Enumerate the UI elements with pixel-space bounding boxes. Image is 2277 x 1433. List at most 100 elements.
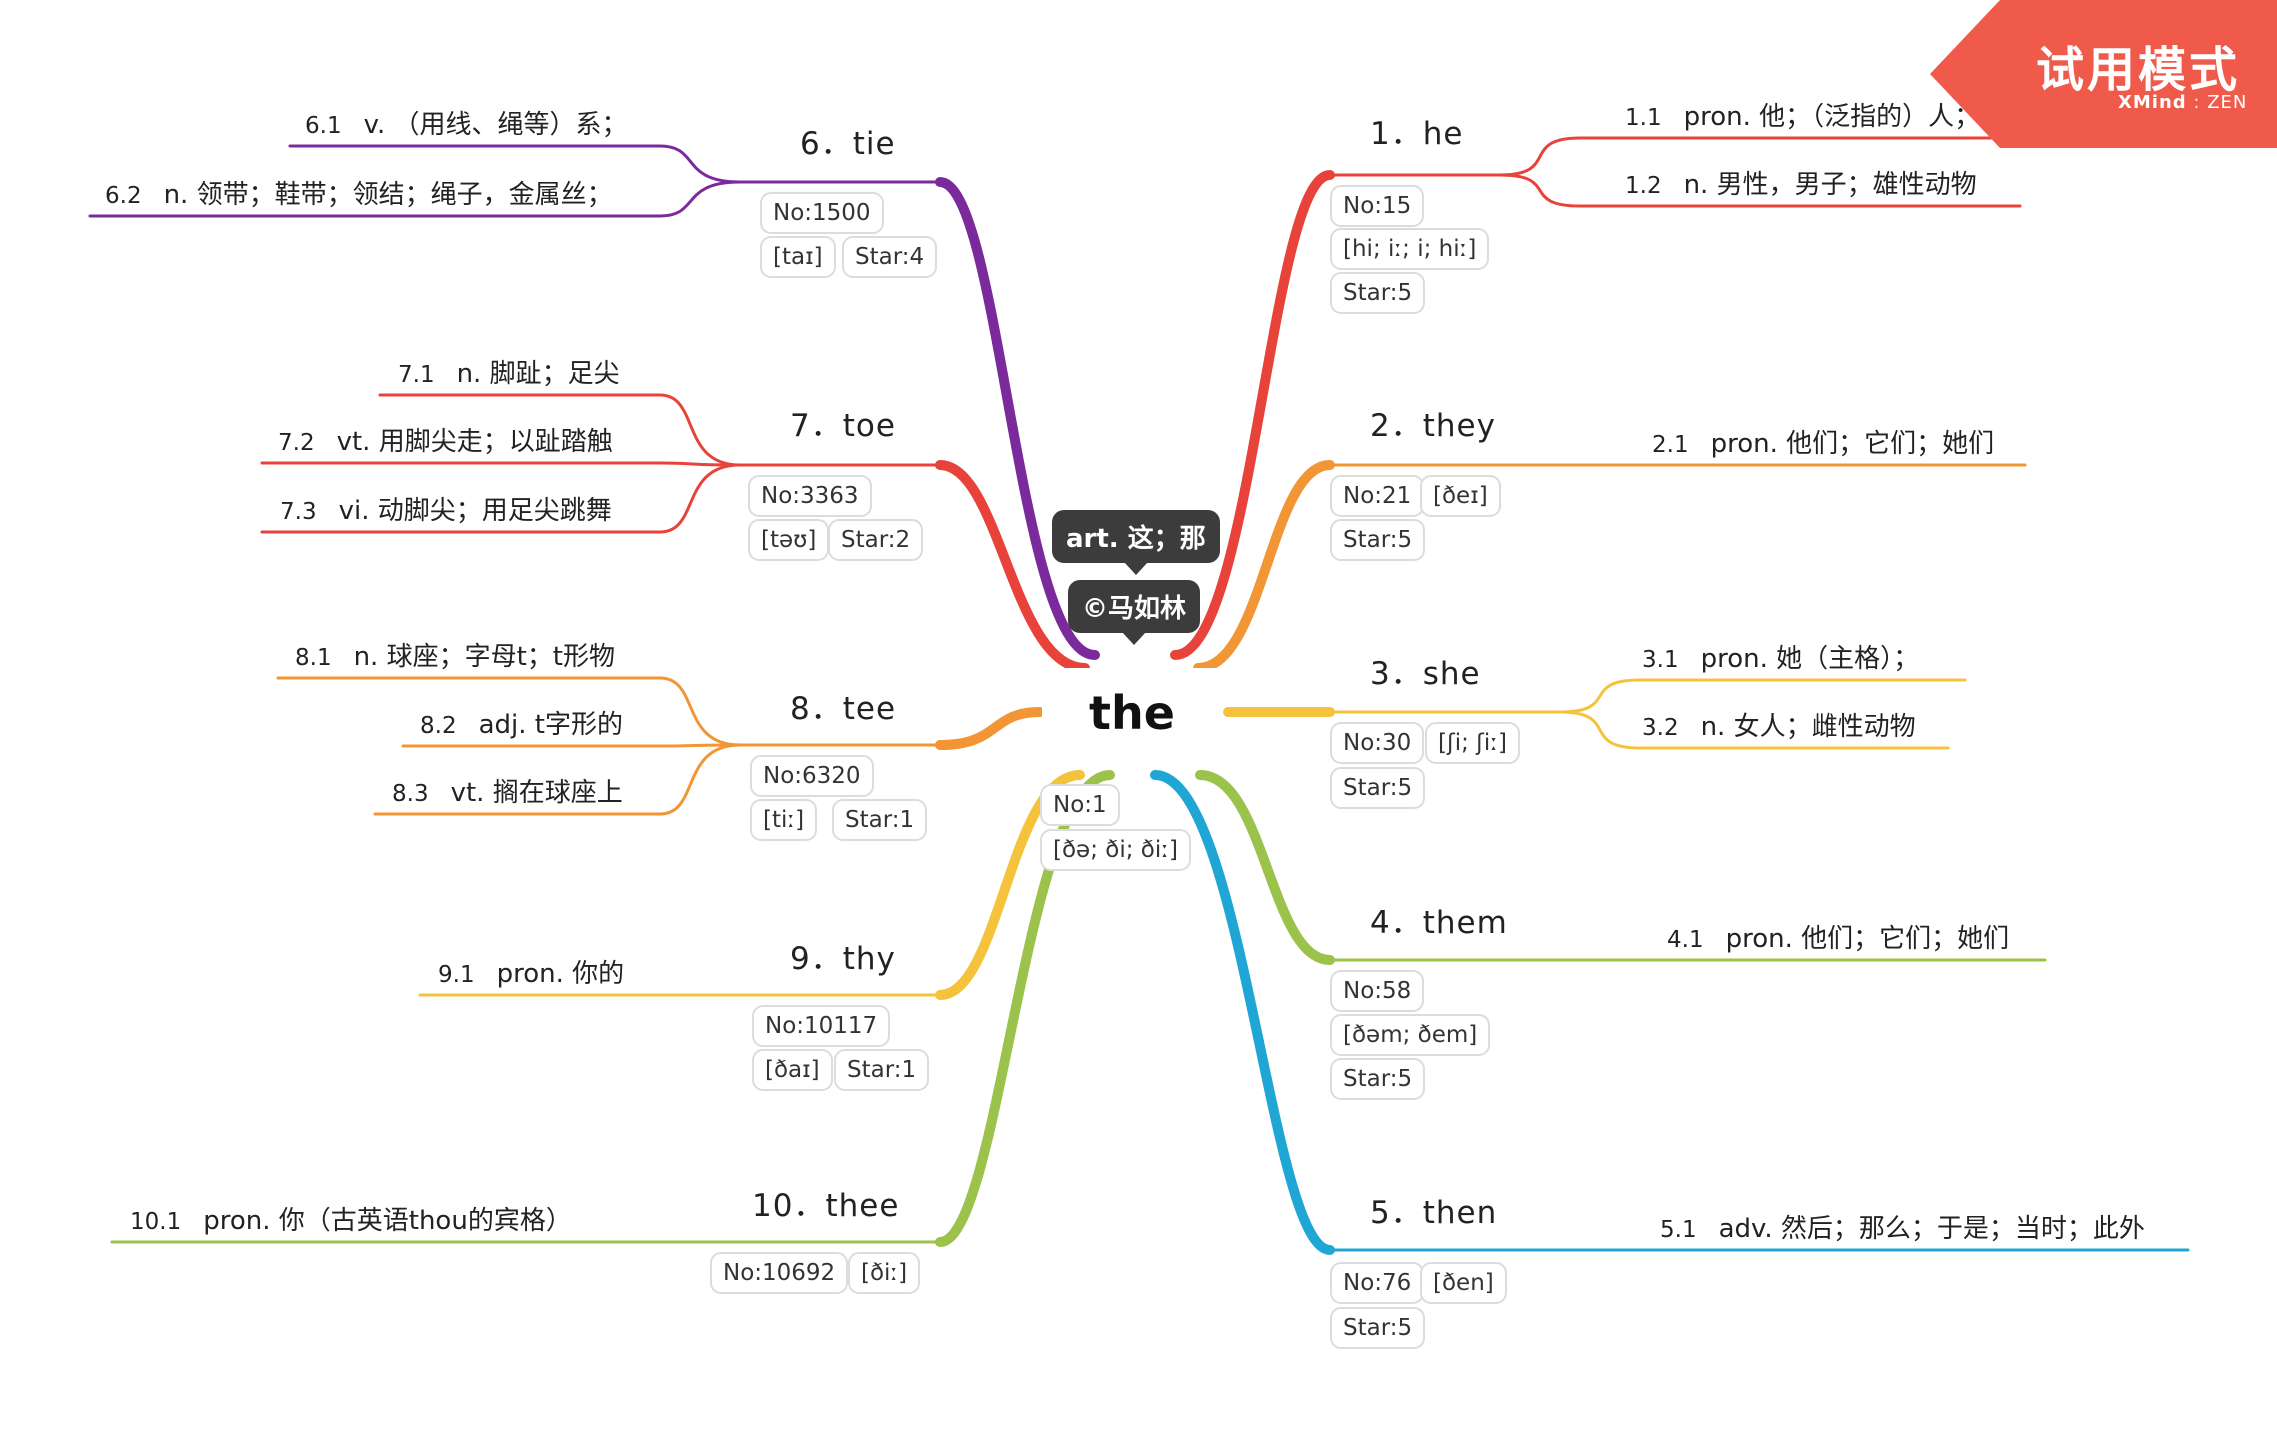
topic-thy[interactable]: 9．thy	[790, 941, 896, 977]
subtopic-she-2[interactable]: 3.2 n. 女人；雌性动物	[1642, 706, 1916, 743]
topic-tee[interactable]: 8．tee	[790, 691, 897, 727]
sub-connector-tie-1	[288, 144, 742, 184]
subtopic-thee-1[interactable]: 10.1 pron. 你（古英语thou的宾格）	[130, 1200, 572, 1237]
subtopic-number: 8.1	[295, 645, 332, 671]
topic-they-tag-3: Star:5	[1330, 519, 1426, 561]
subtopic-text: n. 女人；雌性动物	[1700, 712, 1916, 742]
branch-connector-then	[1150, 770, 1335, 1255]
branch-connector-them	[1195, 770, 1335, 965]
callout-author-text: ©马如林	[1082, 594, 1187, 624]
xmind-brand: XMind	[2118, 92, 2187, 113]
subtopic-text: adj. t字形的	[478, 710, 623, 740]
note-callout-definition[interactable]: art. 这；那	[1052, 510, 1220, 575]
sub-connector-tie-2	[88, 180, 742, 218]
subtopic-number: 3.2	[1642, 715, 1679, 741]
subtopic-tie-2[interactable]: 6.2 n. 领带；鞋带；领结；绳子，金属丝；	[105, 174, 613, 211]
topic-them[interactable]: 4．them	[1370, 905, 1508, 941]
topic-them-tag-3: Star:5	[1330, 1058, 1426, 1100]
topic-toe-tag-2: [təʊ]	[748, 519, 830, 561]
callout-definition-text: art. 这；那	[1066, 524, 1206, 554]
topic-he-tag-3: Star:5	[1330, 272, 1426, 314]
xmind-edition: ZEN	[2207, 92, 2248, 113]
subtopic-number: 7.3	[280, 499, 317, 525]
branch-connector-tee	[935, 707, 1045, 750]
subtopic-text: n. 脚趾；足尖	[456, 359, 620, 389]
sub-connector-toe-3	[260, 463, 742, 534]
topic-thy-tag-1: No:10117	[752, 1005, 891, 1047]
central-tag-phonetic: [ðə; ði; ðiː]	[1040, 829, 1191, 871]
topic-thee[interactable]: 10．thee	[752, 1188, 900, 1224]
subtopic-toe-1[interactable]: 7.1 n. 脚趾；足尖	[398, 353, 620, 390]
subtopic-text: n. 领带；鞋带；领结；绳子，金属丝；	[163, 180, 613, 210]
topic-tie-tag-2: [taɪ]	[760, 236, 836, 278]
branch-connector-tie	[935, 177, 1100, 660]
subtopic-thy-1[interactable]: 9.1 pron. 你的	[438, 953, 624, 990]
sub-connector-toe-2	[260, 461, 742, 467]
topic-they[interactable]: 2．they	[1370, 408, 1496, 444]
topic-tie[interactable]: 6．tie	[800, 126, 896, 162]
topic-then-tag-1: No:76	[1330, 1262, 1425, 1304]
sub-connector-tee-1	[276, 676, 742, 747]
subtopic-number: 1.2	[1625, 173, 1662, 199]
topic-then-tag-2: [ðen]	[1420, 1262, 1507, 1304]
sub-connector-toe-1	[378, 393, 742, 467]
sub-connector-she-2	[1558, 710, 1950, 750]
topic-toe-tag-1: No:3363	[748, 475, 872, 517]
note-callout-author[interactable]: ©马如林	[1068, 580, 1201, 645]
topic-tee-tag-3: Star:1	[832, 799, 928, 841]
topic-she-tag-3: Star:5	[1330, 767, 1426, 809]
subtopic-text: vt. 用脚尖走；以趾踏触	[336, 427, 613, 457]
topic-thee-tag-2: [ðiː]	[848, 1252, 921, 1294]
branch-connector-he	[1170, 170, 1335, 660]
topic-tie-tag-1: No:1500	[760, 192, 884, 234]
sub-connector-he-2	[1498, 173, 2022, 208]
topic-she-tag-1: No:30	[1330, 722, 1425, 764]
subtopic-number: 8.3	[392, 781, 429, 807]
subtopic-text: pron. 她（主格）；	[1700, 644, 1920, 674]
topic-he-tag-2: [hi; iː; i; hiː]	[1330, 228, 1490, 270]
topic-she-tag-2: [ʃi; ʃiː]	[1425, 722, 1520, 764]
subtopic-text: n. 球座；字母t；t形物	[353, 642, 615, 672]
trial-badge-background	[1930, 0, 2277, 148]
trial-mode-label: 试用模式	[2036, 42, 2241, 98]
central-topic-title[interactable]: the	[1042, 668, 1222, 758]
topic-then-tag-3: Star:5	[1330, 1307, 1426, 1349]
topic-tie-tag-3: Star:4	[842, 236, 938, 278]
branch-connector-they	[1193, 460, 1335, 673]
topic-he[interactable]: 1．he	[1370, 116, 1464, 152]
topic-tee-tag-2: [tiː]	[750, 799, 818, 841]
sub-connector-tee-2	[401, 743, 742, 748]
subtopic-number: 7.1	[398, 362, 435, 388]
topic-they-tag-1: No:21	[1330, 475, 1425, 517]
subtopic-text: pron. 你（古英语thou的宾格）	[203, 1206, 572, 1236]
central-tag-no: No:1	[1040, 784, 1120, 826]
subtopic-text: pron. 他们；它们；她们	[1710, 429, 1995, 459]
xmind-zen-logo: XMind : ZEN	[2118, 92, 2248, 113]
sub-connector-she-1	[1558, 678, 1967, 714]
topic-toe[interactable]: 7．toe	[790, 408, 896, 444]
subtopic-number: 6.2	[105, 183, 142, 209]
topic-thy-tag-3: Star:1	[834, 1049, 930, 1091]
subtopic-number: 10.1	[130, 1209, 182, 1235]
branch-connector-toe	[935, 460, 1090, 673]
subtopic-number: 4.1	[1667, 927, 1704, 953]
topic-then[interactable]: 5．then	[1370, 1195, 1498, 1231]
subtopic-number: 9.1	[438, 962, 475, 988]
topic-she[interactable]: 3．she	[1370, 656, 1481, 692]
topic-toe-tag-3: Star:2	[828, 519, 924, 561]
topic-they-tag-2: [ðeɪ]	[1420, 475, 1501, 517]
subtopic-text: pron. 你的	[496, 959, 625, 989]
subtopic-tee-1[interactable]: 8.1 n. 球座；字母t；t形物	[295, 636, 615, 673]
topic-thy-tag-2: [ðaɪ]	[752, 1049, 833, 1091]
